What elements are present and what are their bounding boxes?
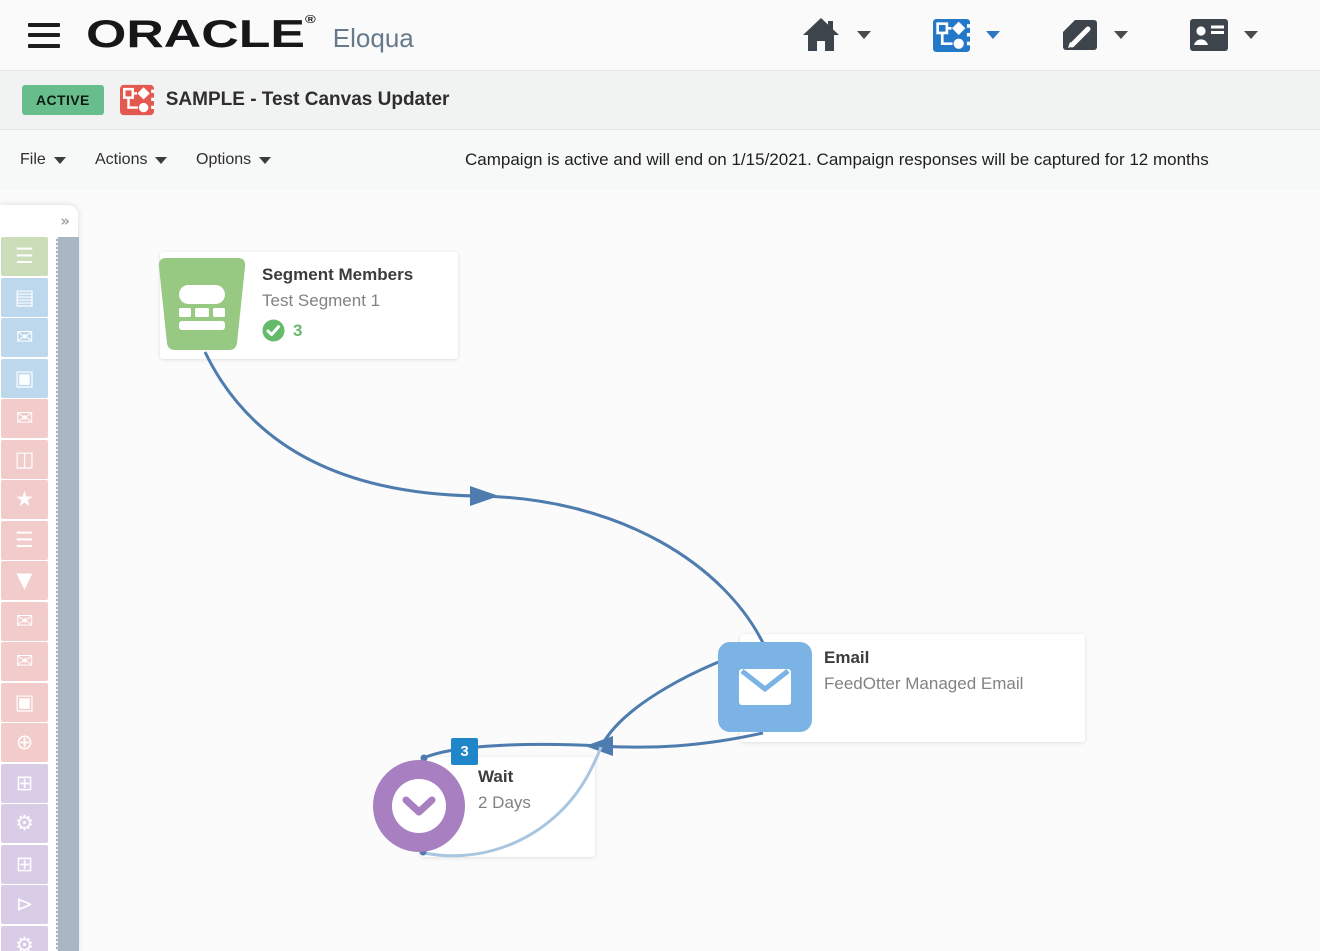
menu-actions[interactable]: Actions <box>95 130 168 190</box>
palette-tile-email[interactable]: ✉ <box>1 318 48 357</box>
segment-member-count: 3 <box>293 320 303 340</box>
oracle-brand-text: ORACLE® <box>86 13 316 56</box>
menu-file[interactable]: File <box>20 130 66 190</box>
nav-campaigns[interactable] <box>933 18 1000 52</box>
chevron-down-icon <box>1244 31 1258 39</box>
global-nav-icons <box>801 0 1320 70</box>
wait-node-icon[interactable] <box>373 760 465 852</box>
clock-icon <box>392 779 446 833</box>
menu-bar: File Actions Options Campaign is active … <box>0 130 1320 191</box>
palette-tile-filter[interactable]: ▼ <box>1 561 48 600</box>
palette-tile-email-opened[interactable]: ✉ <box>1 601 48 641</box>
status-badge: ACTIVE <box>22 85 104 115</box>
node-title: Wait <box>478 767 514 786</box>
palette-scrollbar[interactable] <box>56 237 79 951</box>
palette-tile-move-to-program[interactable]: ⚙ <box>1 925 48 951</box>
hamburger-menu-icon[interactable] <box>28 22 60 48</box>
star-card-icon: ★ <box>15 487 34 511</box>
chevron-down-icon <box>857 31 871 39</box>
chevron-down-icon <box>1114 31 1128 39</box>
campaign-canvas-icon <box>933 18 970 52</box>
menu-options[interactable]: Options <box>196 130 272 190</box>
palette-tile-form-submitted[interactable]: ▣ <box>1 682 48 722</box>
connector-wait-to-email-loop[interactable] <box>423 746 603 858</box>
website-visit-icon: ⊕ <box>15 730 34 754</box>
contact-card-icon <box>1190 19 1228 51</box>
email-clicked-icon: ✉ <box>15 406 34 430</box>
add-to-campaign-icon: ⊞ <box>15 770 34 795</box>
form-submitted-icon: ▣ <box>14 689 35 714</box>
add-to-program-icon: ⚙ <box>15 811 34 835</box>
element-palette-sidebar: » ☰ ▤ ✉ ▣ ✉ ◫ ★ ☰ ▼ ✉ ✉ ▣ ⊕ ⊞ ⚙ ⊞ ⊳ ⚙ <box>0 205 79 951</box>
oracle-eloqua-logo: ORACLE® Eloqua <box>86 13 414 57</box>
email-node-icon[interactable] <box>718 642 812 732</box>
palette-tile-star-card[interactable]: ★ <box>1 480 48 519</box>
palette-tile-segment-members[interactable]: ☰ <box>1 237 48 276</box>
connector-layer <box>203 351 766 858</box>
registered-trademark: ® <box>305 14 316 26</box>
home-icon <box>803 18 839 51</box>
landing-page-icon: ▤ <box>14 284 35 309</box>
palette-tile-email-sent[interactable]: ✉ <box>1 642 48 681</box>
campaign-title-bar: ACTIVE SAMPLE - Test Canvas Updater <box>0 71 1320 130</box>
chevron-down-icon <box>259 156 272 164</box>
palette-tile-email-clicked[interactable]: ✉ <box>1 399 48 438</box>
palette-tile-list-step[interactable]: ☰ <box>1 520 48 560</box>
chevron-down-icon <box>155 156 168 164</box>
palette-tile-form[interactable]: ▣ <box>1 358 48 398</box>
check-circle-icon <box>262 319 285 342</box>
connector-arrowhead <box>470 486 499 506</box>
palette-tile-contact-card[interactable]: ◫ <box>1 439 48 479</box>
chevron-down-icon <box>986 31 1000 39</box>
contact-card-icon: ◫ <box>14 446 35 471</box>
top-navigation-bar: ORACLE® Eloqua <box>0 0 1320 71</box>
campaign-type-icon <box>119 84 154 116</box>
segment-members-icon: ☰ <box>15 244 34 268</box>
nav-assets[interactable] <box>1062 19 1128 51</box>
node-title: Segment Members <box>262 265 414 284</box>
page-title: SAMPLE - Test Canvas Updater <box>165 89 450 110</box>
palette-header: » <box>0 205 78 236</box>
node-title: Email <box>824 648 870 667</box>
move-to-campaign-icon: ⊳ <box>15 892 34 916</box>
segment-count: 3 <box>262 319 458 342</box>
chevron-down-icon <box>53 156 66 164</box>
palette-tile-website-visit[interactable]: ⊕ <box>1 723 48 762</box>
nav-contacts[interactable] <box>1190 19 1258 51</box>
add-to-cloud-step-icon: ⊞ <box>15 851 34 876</box>
expand-palette-icon[interactable]: » <box>60 212 70 230</box>
palette-tiles: ☰ ▤ ✉ ▣ ✉ ◫ ★ ☰ ▼ ✉ ✉ ▣ ⊕ ⊞ ⚙ ⊞ ⊳ ⚙ <box>1 237 49 951</box>
form-icon: ▣ <box>14 365 35 390</box>
palette-tile-add-to-program[interactable]: ⚙ <box>1 804 48 843</box>
palette-tile-add-to-cloud-step[interactable]: ⊞ <box>1 844 48 884</box>
move-to-program-icon: ⚙ <box>15 932 34 951</box>
email-icon: ✉ <box>15 325 34 349</box>
node-subtitle: FeedOtter Managed Email <box>824 674 1024 693</box>
campaign-canvas[interactable]: Segment Members Test Segment 1 3 Email F… <box>0 190 1320 951</box>
nav-home[interactable] <box>801 16 871 54</box>
connection-anchor-dot[interactable] <box>420 754 428 762</box>
envelope-icon <box>739 669 791 705</box>
filter-icon: ▼ <box>16 568 33 592</box>
wait-member-count-badge[interactable]: 3 <box>451 738 478 765</box>
palette-tile-landing-page[interactable]: ▤ <box>1 277 48 317</box>
node-subtitle: 2 Days <box>478 793 531 812</box>
node-subtitle: Test Segment 1 <box>262 291 381 310</box>
email-sent-icon: ✉ <box>15 649 34 673</box>
product-name: Eloqua <box>332 23 414 53</box>
segment-members-icon[interactable] <box>156 255 248 353</box>
campaign-status-message: Campaign is active and will end on 1/15/… <box>465 150 1209 169</box>
palette-tile-add-to-campaign[interactable]: ⊞ <box>1 763 48 803</box>
email-opened-icon: ✉ <box>15 608 34 633</box>
list-step-icon: ☰ <box>15 527 34 552</box>
palette-tile-move-to-campaign[interactable]: ⊳ <box>1 885 48 924</box>
edit-pencil-icon <box>1063 20 1097 50</box>
